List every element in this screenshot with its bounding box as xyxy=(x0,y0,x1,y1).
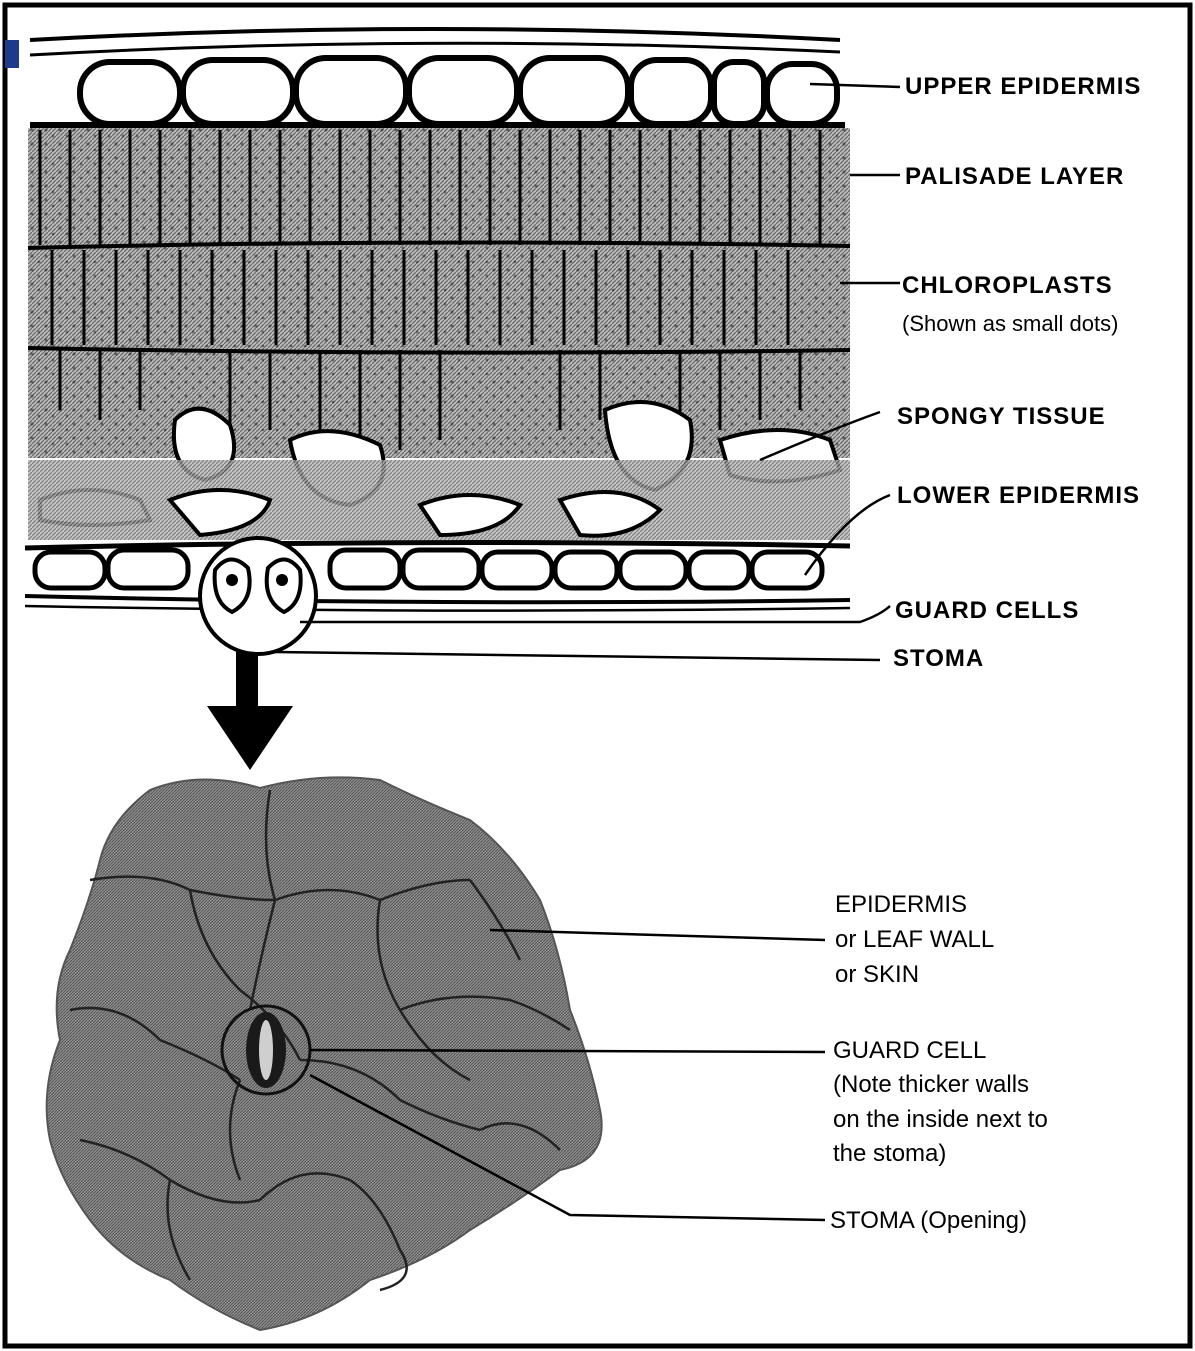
cuticle-line-2 xyxy=(30,43,840,55)
label-chloroplasts: CHLOROPLASTS xyxy=(902,272,1113,299)
label-guard-cell-note-2: on the inside next to xyxy=(833,1106,1048,1133)
label-epidermis-skin: or SKIN xyxy=(835,961,919,988)
cuticle-line-1 xyxy=(30,29,840,40)
label-stoma-opening: STOMA (Opening) xyxy=(830,1207,1027,1234)
label-lower-epidermis: LOWER EPIDERMIS xyxy=(897,482,1140,509)
epidermis-surface xyxy=(47,777,602,1330)
label-stoma: STOMA xyxy=(893,645,984,672)
stoma-guard-cells-detail xyxy=(200,538,316,654)
upper-epidermis-cells xyxy=(80,58,837,124)
label-guard-cells: GUARD CELLS xyxy=(895,597,1079,624)
label-upper-epidermis: UPPER EPIDERMIS xyxy=(905,73,1141,100)
label-palisade-layer: PALISADE LAYER xyxy=(905,163,1124,190)
frame-accent-mark xyxy=(5,40,19,68)
epidermis-surface-view xyxy=(47,777,602,1330)
label-guard-cell: GUARD CELL xyxy=(833,1037,986,1064)
label-guard-cell-note-1: (Note thicker walls xyxy=(833,1071,1029,1098)
label-guard-cell-note-3: the stoma) xyxy=(833,1140,946,1167)
down-arrow-icon xyxy=(207,652,293,770)
lower-epidermis-cells xyxy=(35,550,822,588)
label-epidermis-leaf-wall: or LEAF WALL xyxy=(835,926,994,953)
label-epidermis: EPIDERMIS xyxy=(835,891,967,918)
label-chloroplasts-note: (Shown as small dots) xyxy=(902,311,1118,336)
label-spongy-tissue: SPONGY TISSUE xyxy=(897,403,1106,430)
